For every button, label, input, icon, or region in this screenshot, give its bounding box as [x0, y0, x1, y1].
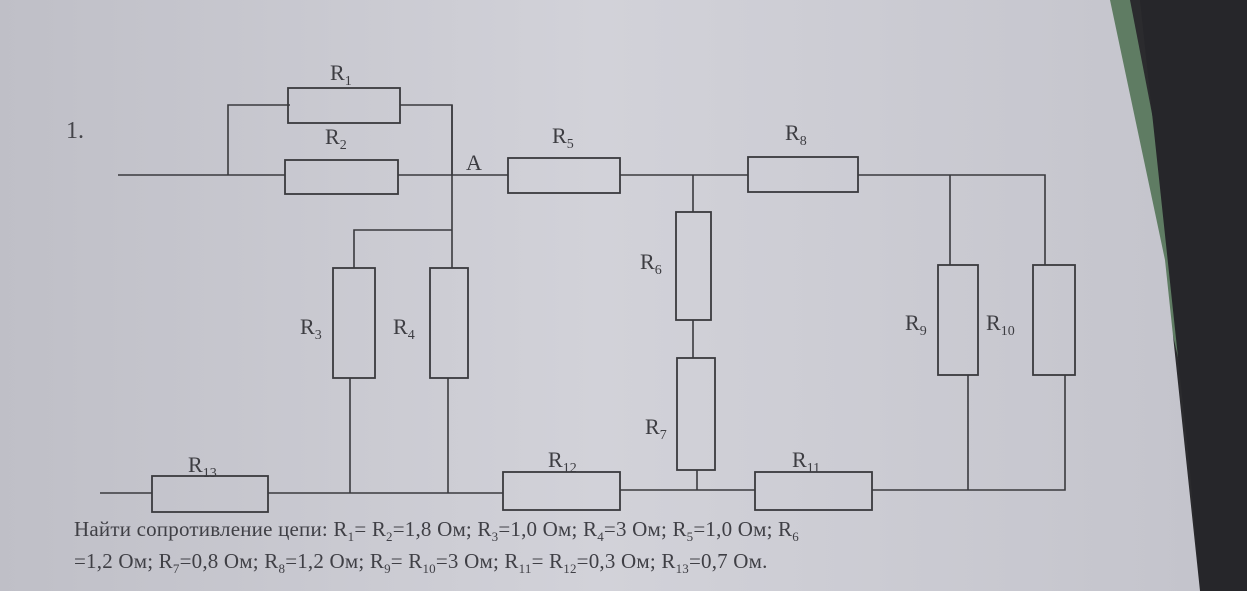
resistor-r5 — [507, 157, 621, 194]
resistor-r3 — [332, 267, 376, 379]
subscript: 1 — [347, 529, 355, 545]
subscript: 4 — [597, 529, 604, 545]
paper-sheet — [0, 0, 1200, 591]
task-text: R — [327, 517, 348, 541]
problem-number: 1. — [66, 118, 84, 144]
label-r12: R12 — [548, 447, 577, 476]
label-r6: R6 — [640, 249, 662, 278]
label-r8: R8 — [785, 120, 807, 149]
wires — [100, 104, 1066, 494]
resistor-r8 — [747, 156, 859, 193]
task-text: =1,0 Ом; R — [498, 517, 598, 541]
task-text: =3 Ом; R — [435, 549, 519, 573]
resistor-r6 — [675, 211, 712, 321]
label-r13: R13 — [188, 452, 217, 481]
task-text: = R — [531, 549, 564, 573]
task-values-line-2: =1,2 Ом; R7=0,8 Ом; R8=1,2 Ом; R9= R10=3… — [74, 549, 768, 577]
subscript: 6 — [792, 529, 799, 545]
subscript: 10 — [422, 561, 436, 577]
resistor-r1 — [287, 87, 401, 124]
subscript: 3 — [491, 529, 499, 545]
task-text: =1,2 Ом; R — [74, 549, 173, 573]
resistor-bodies — [151, 87, 1076, 513]
task-line-1: Найти сопротивление цепи: R1= R2=1,8 Ом;… — [74, 517, 799, 545]
task-line-2: =1,2 Ом; R7=0,8 Ом; R8=1,2 Ом; R9= R10=3… — [74, 549, 768, 577]
task-values-line-1: R1= R2=1,8 Ом; R3=1,0 Ом; R4=3 Ом; R5=1,… — [327, 517, 799, 545]
label-r1: R1 — [330, 60, 352, 89]
node-a-label: A — [466, 150, 482, 175]
resistor-r13 — [151, 475, 269, 513]
r1-left-branch — [227, 104, 290, 175]
resistor-r12 — [502, 471, 621, 511]
label-r10: R10 — [986, 310, 1015, 339]
resistor-r2 — [284, 159, 399, 195]
subscript: 11 — [518, 561, 532, 577]
resistor-r4 — [429, 267, 469, 379]
label-r3: R3 — [300, 314, 322, 343]
r3-top — [353, 229, 452, 268]
resistor-r10 — [1032, 264, 1076, 376]
label-r5: R5 — [552, 123, 574, 152]
subscript: 8 — [278, 561, 286, 577]
resistor-r9 — [937, 264, 979, 376]
resistor-r7 — [676, 357, 716, 471]
r1-right-branch — [400, 104, 453, 175]
task-text: =0,3 Ом; R — [576, 549, 676, 573]
task-text: = R — [354, 517, 387, 541]
subscript: 2 — [386, 529, 393, 545]
task-text: =0,8 Ом; R — [179, 549, 279, 573]
subscript: 5 — [686, 529, 694, 545]
subscript: 9 — [384, 561, 391, 577]
r11-right — [872, 375, 1066, 491]
task-intro: Найти сопротивление цепи: — [74, 517, 328, 541]
label-r7: R7 — [645, 414, 667, 443]
task-text: = R — [390, 549, 423, 573]
resistor-labels: R1 R2 R5 R8 R6 R7 R3 R4 R9 R10 R13 R12 R… — [188, 60, 1015, 481]
r8-right — [858, 174, 1046, 265]
label-r4: R4 — [393, 314, 415, 343]
label-r11: R11 — [792, 447, 820, 476]
task-text: =0,7 Ом. — [688, 549, 768, 573]
task-text: =1,8 Ом; R — [392, 517, 492, 541]
task-text: =1,2 Ом; R — [285, 549, 385, 573]
resistor-r11 — [754, 471, 873, 511]
subscript: 13 — [675, 561, 689, 577]
label-r9: R9 — [905, 310, 927, 339]
label-r2: R2 — [325, 124, 347, 153]
task-text: =3 Ом; R — [603, 517, 687, 541]
task-text: =1,0 Ом; R — [693, 517, 793, 541]
subscript: 12 — [563, 561, 577, 577]
subscript: 7 — [172, 561, 180, 577]
